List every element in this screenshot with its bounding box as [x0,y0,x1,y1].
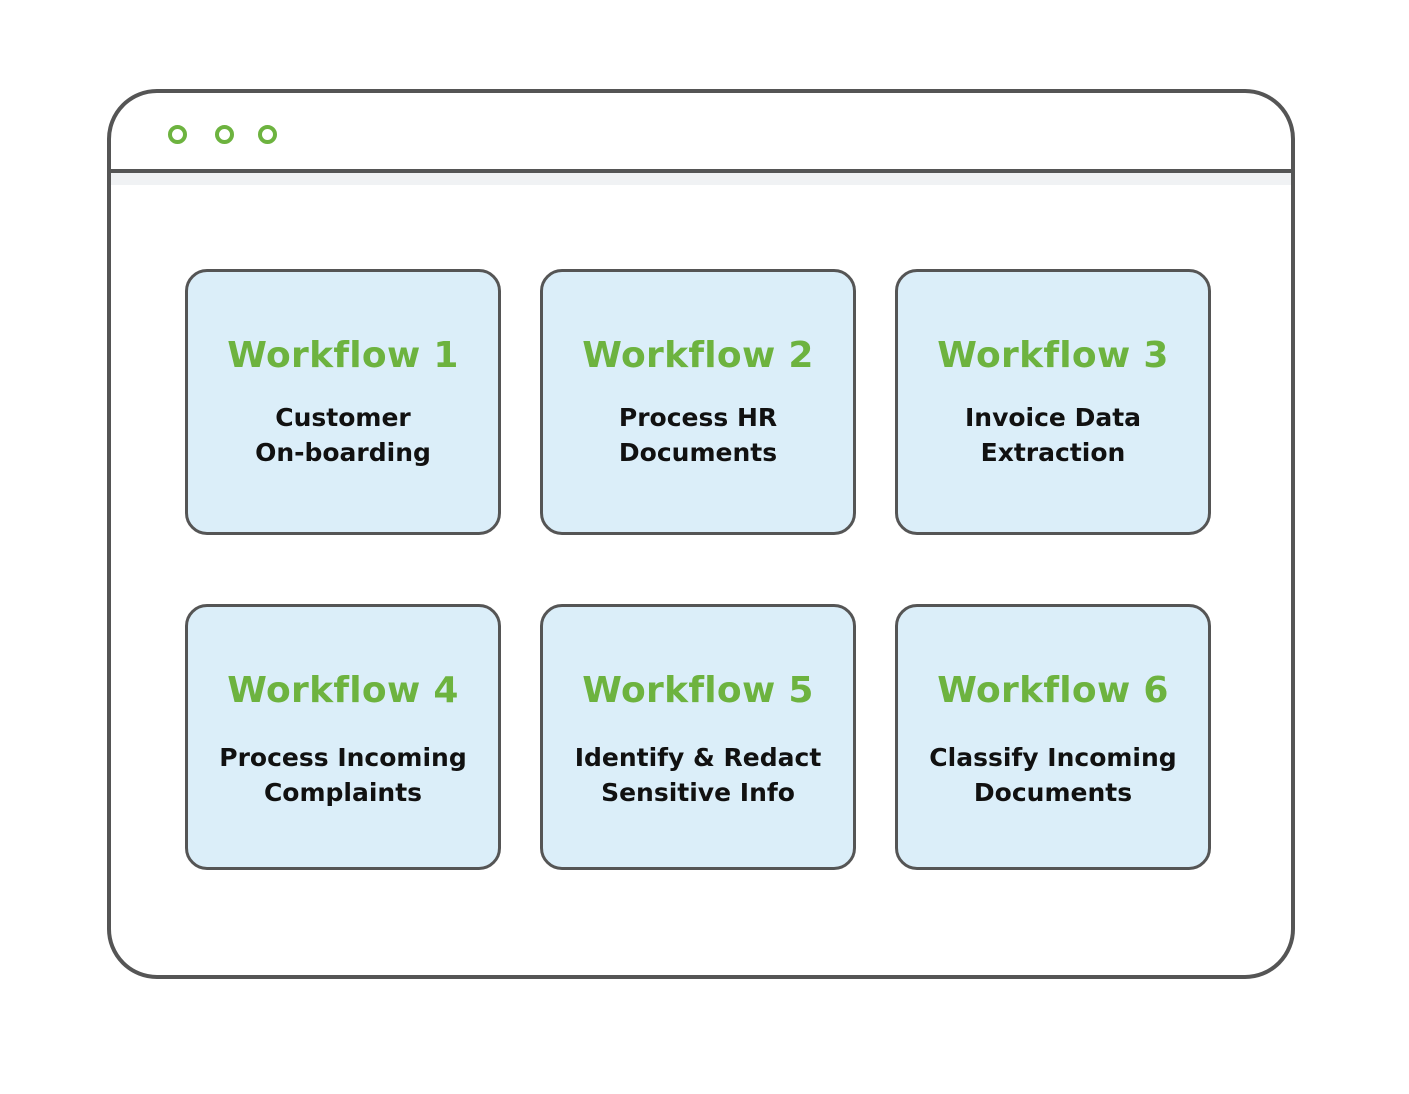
workflow-description: Invoice Data Extraction [898,400,1208,470]
workflow-description-line: Sensitive Info [601,778,795,807]
workflow-card-1[interactable]: Workflow 1 Customer On-boarding [185,269,501,535]
workflow-description-line: Classify Incoming [929,743,1177,772]
workflow-card-6[interactable]: Workflow 6 Classify Incoming Documents [895,604,1211,870]
workflow-description: Process Incoming Complaints [188,740,498,810]
window-dot-icon[interactable] [215,125,234,144]
workflow-description: Customer On-boarding [188,400,498,470]
workflow-title: Workflow 6 [937,670,1169,711]
window-titlebar [111,93,1291,173]
workflow-card-5[interactable]: Workflow 5 Identify & Redact Sensitive I… [540,604,856,870]
workflow-description-line: Identify & Redact [574,743,822,772]
window-dot-icon[interactable] [168,125,187,144]
workflow-description-line: Documents [618,438,778,467]
workflow-description-line: Process Incoming [219,743,467,772]
workflow-description: Process HR Documents [543,400,853,470]
workflow-description: Classify Incoming Documents [898,740,1208,810]
workflow-description-line: Documents [973,778,1133,807]
workflow-description-line: Extraction [980,438,1126,467]
workflow-description-line: Process HR [618,403,778,432]
workflow-description-line: Customer [275,403,411,432]
window-dot-icon[interactable] [258,125,277,144]
titlebar-shadow [111,173,1291,185]
workflow-card-3[interactable]: Workflow 3 Invoice Data Extraction [895,269,1211,535]
workflow-description-line: Invoice Data [964,403,1142,432]
workflow-title: Workflow 4 [227,670,459,711]
workflow-description-line: Complaints [263,778,423,807]
workflow-title: Workflow 5 [582,670,814,711]
workflow-card-2[interactable]: Workflow 2 Process HR Documents [540,269,856,535]
workflow-title: Workflow 2 [582,335,814,376]
workflow-title: Workflow 1 [227,335,459,376]
workflow-title: Workflow 3 [937,335,1169,376]
workflow-description: Identify & Redact Sensitive Info [543,740,853,810]
workflow-description-line: On-boarding [255,438,431,467]
workflow-card-4[interactable]: Workflow 4 Process Incoming Complaints [185,604,501,870]
